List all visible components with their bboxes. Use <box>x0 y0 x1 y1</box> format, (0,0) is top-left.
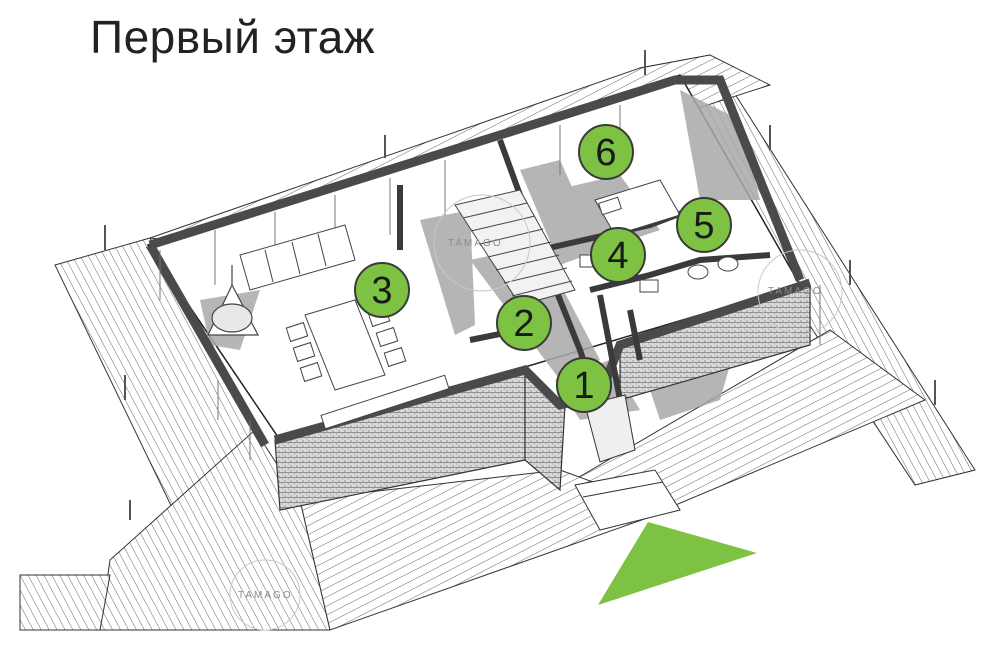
watermark-text: TAMAGO <box>448 238 503 249</box>
room-marker-3[interactable]: 3 <box>354 262 410 318</box>
room-marker-1[interactable]: 1 <box>556 357 612 413</box>
room-marker-label: 1 <box>573 365 594 407</box>
room-marker-label: 3 <box>371 270 392 312</box>
north-arrow-icon <box>598 522 757 605</box>
room-marker-label: 4 <box>607 235 628 277</box>
watermark-text: TAMAGO <box>238 590 293 601</box>
room-marker-label: 6 <box>595 132 616 174</box>
staircase <box>454 189 576 306</box>
entrance-steps <box>574 394 681 531</box>
fireplace <box>207 265 259 336</box>
room-marker-6[interactable]: 6 <box>578 124 634 180</box>
watermark-text: TAMAGO <box>768 286 823 297</box>
room-marker-label: 5 <box>693 205 714 247</box>
page-title: Первый этаж <box>90 11 376 63</box>
watermark: TAMAGO TAMAGO TAMAGO <box>229 194 843 631</box>
posts <box>104 50 936 520</box>
room-marker-4[interactable]: 4 <box>590 227 646 283</box>
exterior-walls <box>146 75 805 448</box>
room-marker-2[interactable]: 2 <box>496 295 552 351</box>
room-marker-label: 2 <box>513 303 534 345</box>
sofa <box>239 224 356 291</box>
room-marker-5[interactable]: 5 <box>676 197 732 253</box>
dining-table <box>285 299 450 430</box>
